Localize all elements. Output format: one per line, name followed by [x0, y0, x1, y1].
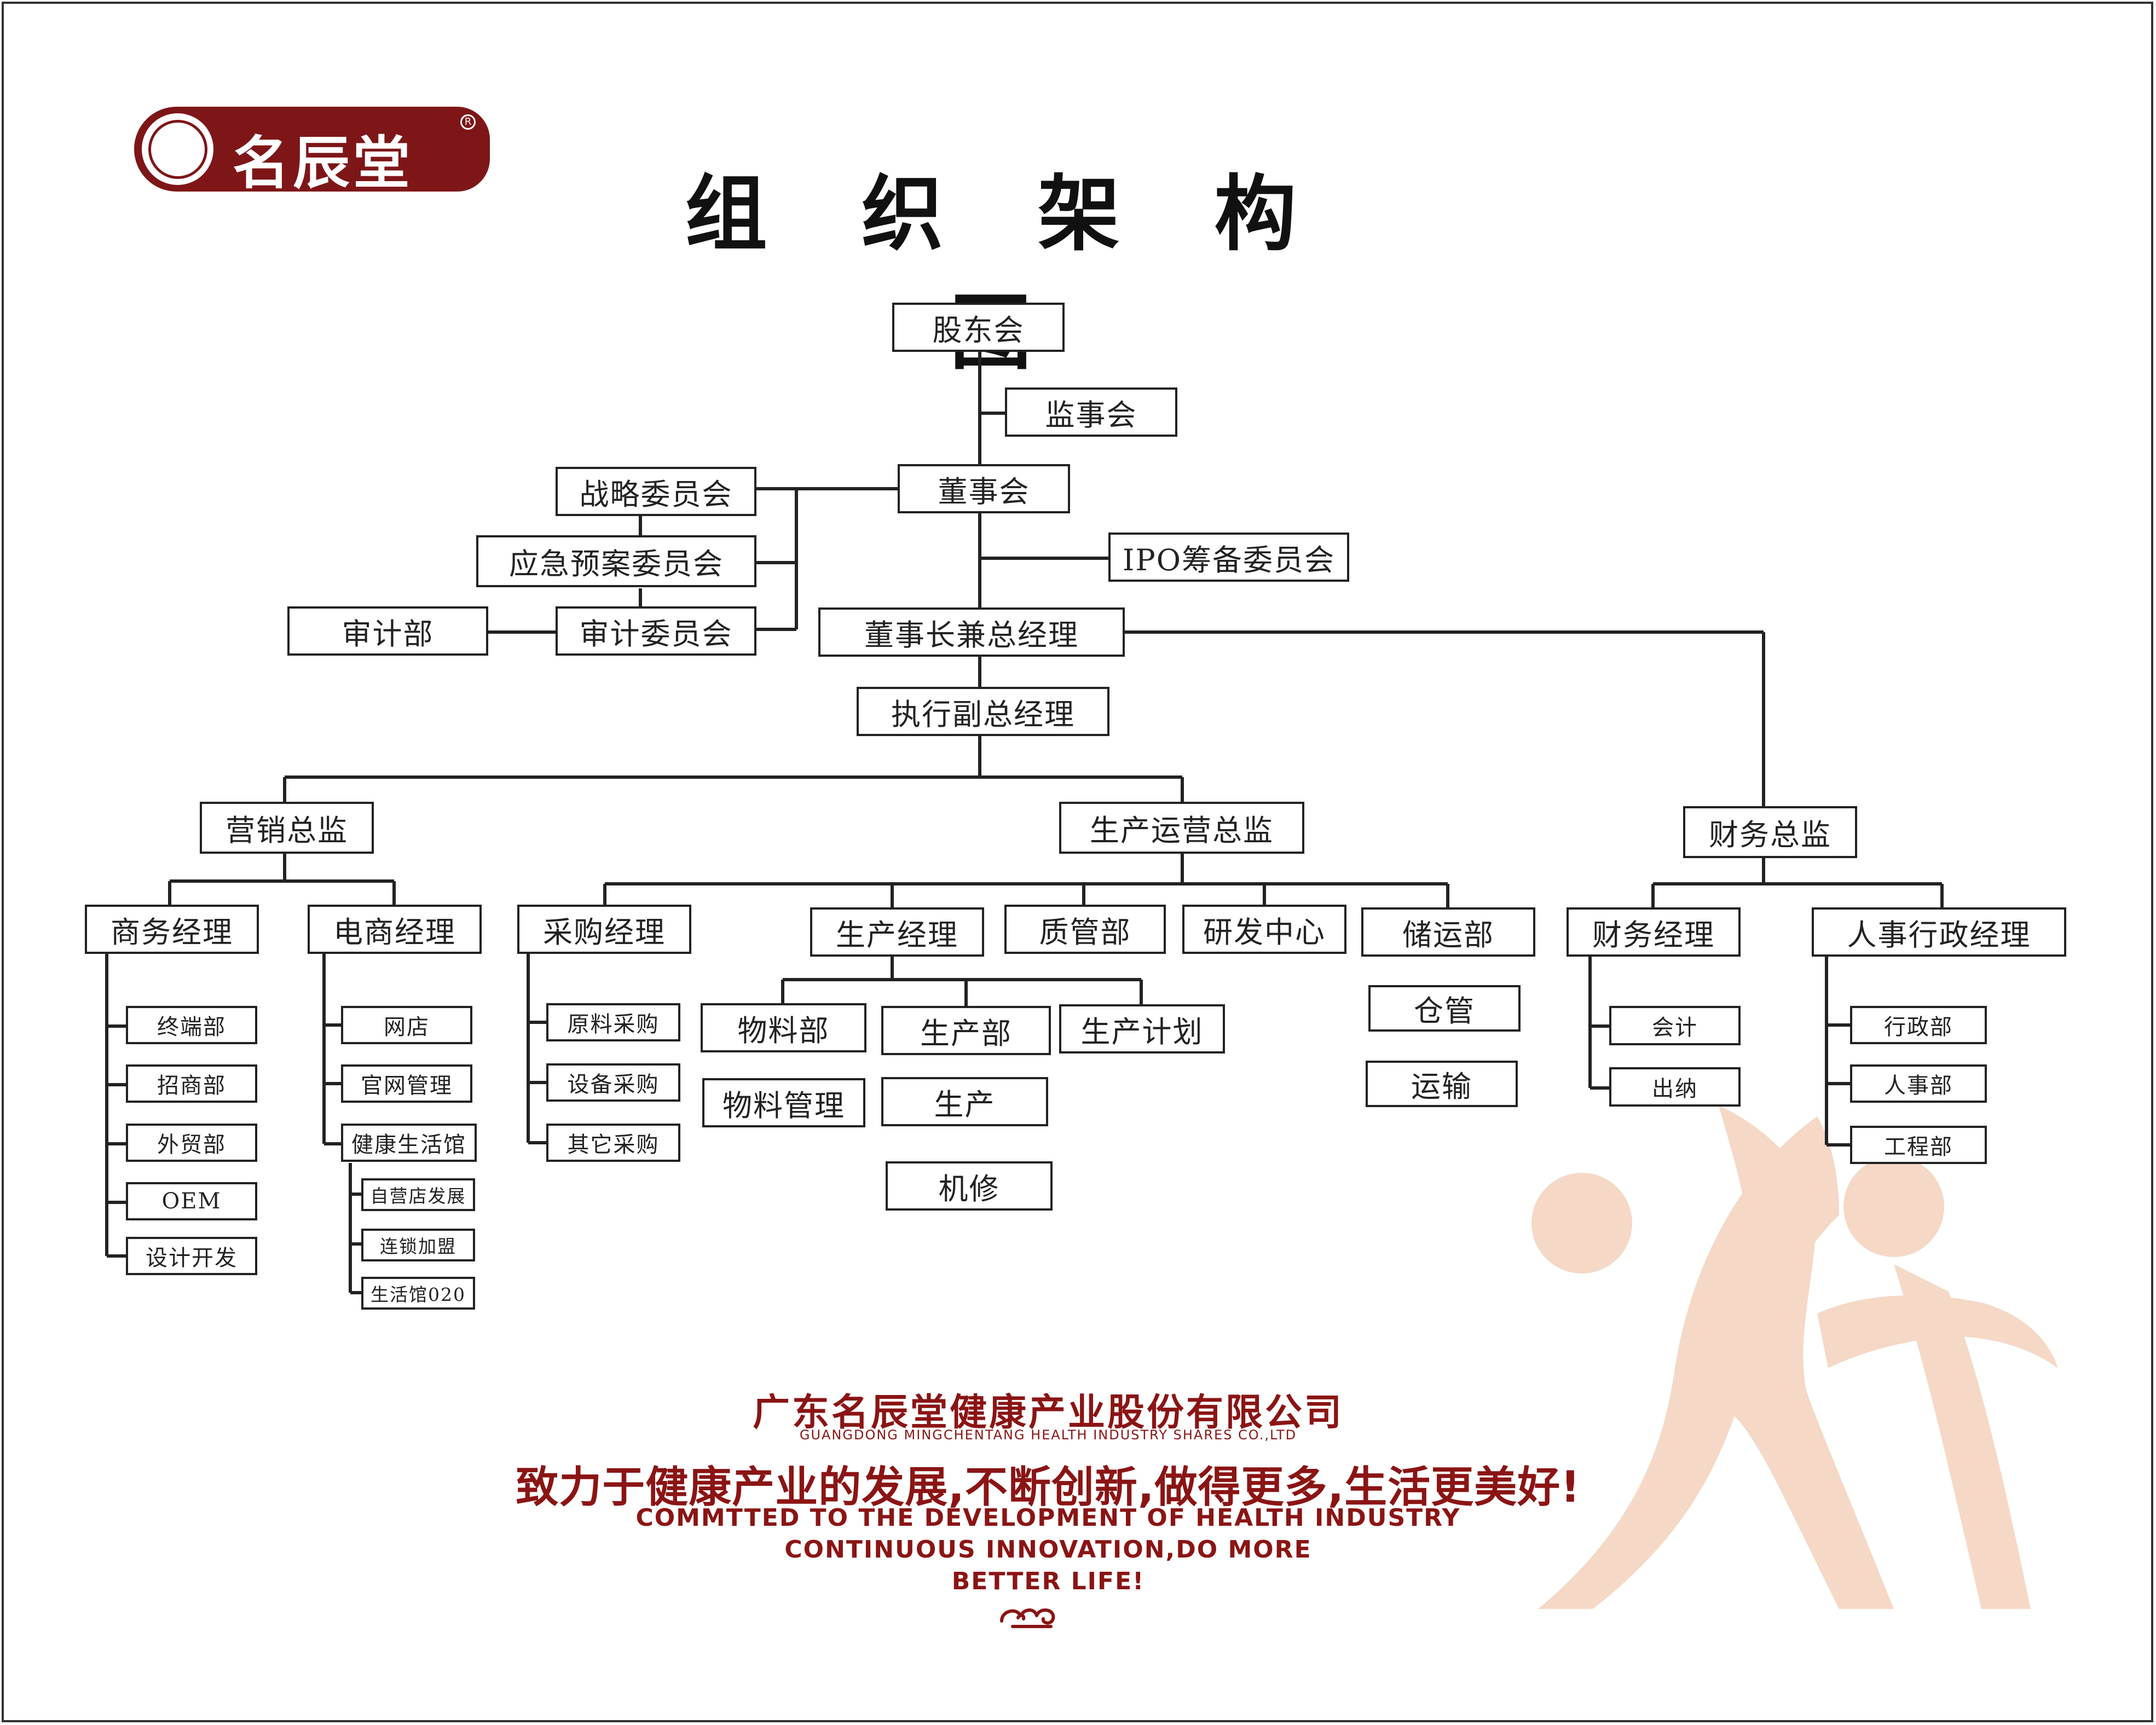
org-box-production: 生产 — [881, 1077, 1048, 1126]
company-name-cn: 广东名辰堂健康产业股份有限公司 — [752, 1391, 1344, 1434]
logo: 名辰堂 R — [134, 107, 490, 196]
people-figures-icon — [1531, 1105, 2058, 1609]
org-box-logistics-dept: 储运部 — [1361, 907, 1535, 957]
slogan-en-line: BETTER LIFE! — [951, 1567, 1145, 1595]
org-box-engineering-dept: 工程部 — [1850, 1126, 1987, 1164]
org-box-design-development: 设计开发 — [126, 1237, 257, 1275]
slogan-en-line: COMMTTED TO THE DEVELOPMENT OF HEALTH IN… — [635, 1504, 1461, 1532]
org-box-wellness-o2o: 生活馆020 — [361, 1277, 475, 1310]
org-box-chain-franchise: 连锁加盟 — [361, 1229, 475, 1261]
org-box-business-manager: 商务经理 — [85, 905, 259, 954]
org-box-finance-director: 财务总监 — [1683, 806, 1857, 858]
org-box-transport: 运输 — [1366, 1061, 1518, 1107]
org-box-accounting: 会计 — [1609, 1006, 1741, 1045]
org-box-ecommerce-manager: 电商经理 — [308, 905, 482, 954]
org-box-quality-dept: 质管部 — [1004, 905, 1166, 954]
org-box-oem: OEM — [126, 1182, 257, 1220]
org-box-operations-director: 生产运营总监 — [1059, 802, 1304, 854]
org-box-foreign-trade-dept: 外贸部 — [126, 1124, 257, 1162]
org-box-supervisors: 监事会 — [1005, 387, 1177, 437]
org-box-raw-material-purchasing: 原料采购 — [546, 1003, 680, 1041]
org-box-chairman: 董事长兼总经理 — [818, 607, 1125, 657]
org-box-strategy-committee: 战略委员会 — [556, 467, 756, 516]
org-box-production-dept: 生产部 — [881, 1006, 1051, 1055]
org-box-production-manager: 生产经理 — [810, 907, 984, 957]
org-box-hr-admin-manager: 人事行政经理 — [1812, 907, 2066, 957]
org-box-rd-center: 研发中心 — [1182, 905, 1346, 954]
org-box-executive-vp: 执行副总经理 — [857, 687, 1109, 736]
org-box-online-store: 网店 — [341, 1006, 472, 1044]
org-box-terminal-dept: 终端部 — [126, 1006, 257, 1044]
registered-icon: R — [460, 114, 476, 130]
org-box-purchasing-manager: 采购经理 — [517, 905, 691, 954]
org-box-wellness-hall: 健康生活馆 — [341, 1124, 477, 1162]
org-box-maintenance: 机修 — [886, 1161, 1053, 1211]
cloud-ornament-icon — [1000, 1608, 1055, 1628]
org-box-board: 董事会 — [898, 464, 1070, 513]
org-box-production-plan: 生产计划 — [1059, 1004, 1225, 1053]
org-box-equipment-purchasing: 设备采购 — [546, 1063, 680, 1102]
org-box-own-store-development: 自营店发展 — [361, 1178, 475, 1211]
slogan-cn: 致力于健康产业的发展,不断创新,做得更多,生活更美好! — [516, 1463, 1581, 1512]
org-box-materials-mgmt: 物料管理 — [702, 1078, 865, 1127]
org-box-admin-dept: 行政部 — [1850, 1006, 1987, 1044]
org-box-shareholders: 股东会 — [892, 303, 1065, 352]
page-title: 组 织 架 构 图 — [685, 167, 1330, 381]
org-box-cashier: 出纳 — [1609, 1067, 1741, 1107]
org-box-materials-dept: 物料部 — [701, 1003, 866, 1052]
org-box-ipo-committee: IPO筹备委员会 — [1108, 532, 1349, 582]
org-box-website-mgmt: 官网管理 — [341, 1064, 472, 1103]
org-box-finance-manager: 财务经理 — [1567, 907, 1741, 957]
org-box-emergency-committee: 应急预案委员会 — [476, 535, 756, 587]
logo-name: 名辰堂 — [233, 130, 414, 196]
slogan-en-line: CONTINUOUS INNOVATION,DO MORE — [784, 1536, 1312, 1564]
org-box-investment-dept: 招商部 — [126, 1064, 257, 1103]
org-box-audit-dept: 审计部 — [287, 606, 488, 656]
org-box-warehouse: 仓管 — [1368, 985, 1521, 1032]
org-box-personnel-dept: 人事部 — [1850, 1064, 1987, 1103]
seal-icon — [138, 110, 217, 188]
org-box-other-purchasing: 其它采购 — [546, 1124, 680, 1162]
company-name-en: GUANGDONG MINGCHENTANG HEALTH INDUSTRY S… — [799, 1427, 1297, 1443]
org-box-marketing-director: 营销总监 — [200, 802, 374, 854]
org-box-audit-committee: 审计委员会 — [556, 606, 756, 656]
